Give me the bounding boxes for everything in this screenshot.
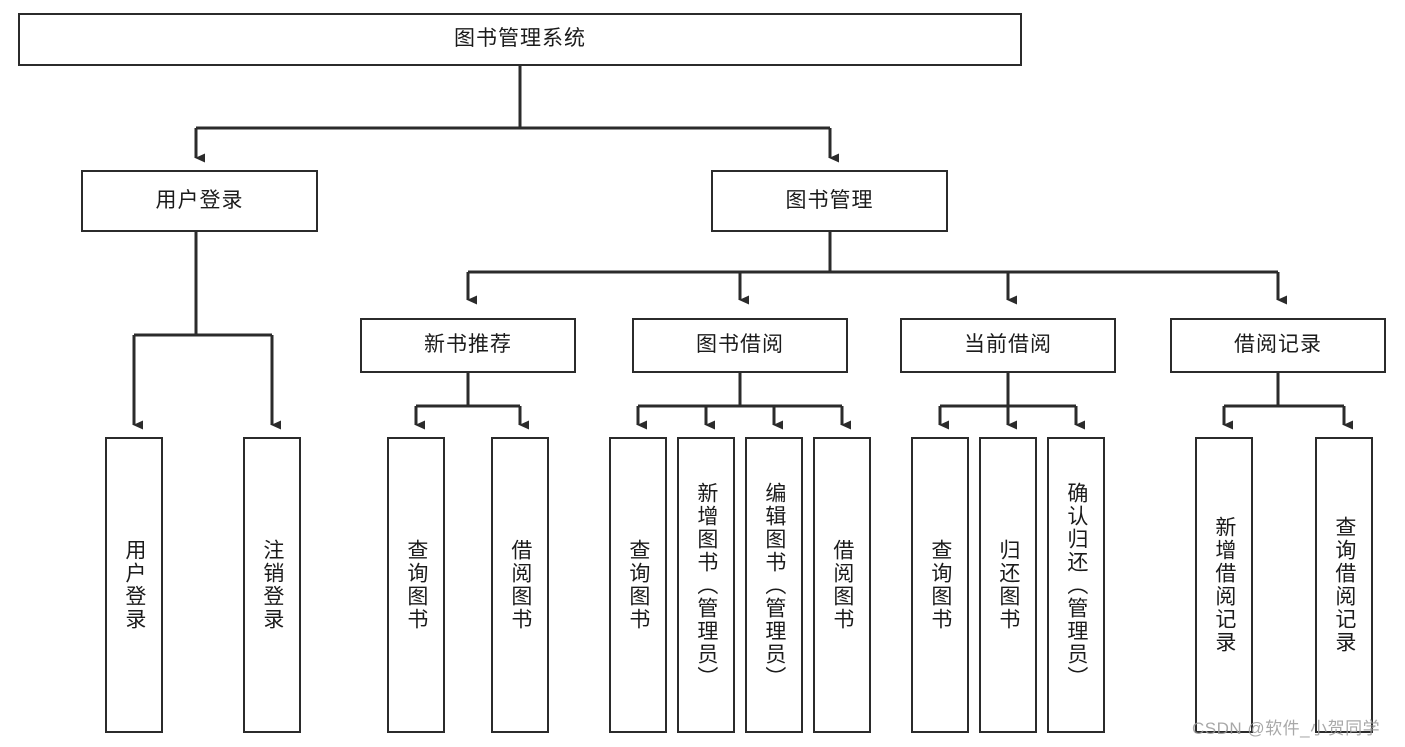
node-label: 编辑图书（管理员）: [762, 481, 786, 689]
leaf-new-book-query[interactable]: 查询图书: [387, 437, 445, 733]
leaf-borrow-edit-book-admin[interactable]: 编辑图书（管理员）: [745, 437, 803, 733]
node-label: 新增借阅记录: [1212, 516, 1236, 654]
node-root-book-management-system[interactable]: 图书管理系统: [18, 13, 1022, 66]
node-label: 图书管理: [785, 188, 874, 212]
node-label: 查询图书: [626, 539, 650, 631]
node-label: 图书借阅: [696, 333, 784, 357]
node-book-borrow[interactable]: 图书借阅: [632, 318, 848, 373]
watermark-text: CSDN @软件_小贺同学: [1192, 719, 1381, 738]
leaf-borrow-add-book-admin[interactable]: 新增图书（管理员）: [677, 437, 735, 733]
leaf-new-book-borrow[interactable]: 借阅图书: [491, 437, 549, 733]
node-label: 图书管理系统: [454, 27, 586, 51]
leaf-logout[interactable]: 注销登录: [243, 437, 301, 733]
leaf-borrow-borrow-book[interactable]: 借阅图书: [813, 437, 871, 733]
node-label: 归还图书: [996, 539, 1020, 631]
leaf-record-query[interactable]: 查询借阅记录: [1315, 437, 1373, 733]
node-label: 查询图书: [404, 539, 428, 631]
node-label: 注销登录: [260, 539, 284, 631]
node-label: 用户登录: [122, 539, 146, 631]
node-current-borrow[interactable]: 当前借阅: [900, 318, 1116, 373]
leaf-user-login[interactable]: 用户登录: [105, 437, 163, 733]
node-borrow-record[interactable]: 借阅记录: [1170, 318, 1386, 373]
node-label: 新书推荐: [424, 333, 512, 357]
node-label: 确认归还（管理员）: [1064, 481, 1088, 689]
node-label: 借阅图书: [508, 539, 532, 631]
node-label: 查询图书: [928, 539, 952, 631]
node-label: 查询借阅记录: [1332, 516, 1356, 654]
node-label: 当前借阅: [964, 333, 1052, 357]
leaf-record-add[interactable]: 新增借阅记录: [1195, 437, 1253, 733]
node-label: 用户登录: [155, 188, 244, 212]
node-new-book-recommend[interactable]: 新书推荐: [360, 318, 576, 373]
leaf-current-return-book[interactable]: 归还图书: [979, 437, 1037, 733]
node-label: 借阅图书: [830, 539, 854, 631]
node-book-management[interactable]: 图书管理: [711, 170, 948, 232]
node-label: 借阅记录: [1234, 333, 1322, 357]
leaf-current-query-book[interactable]: 查询图书: [911, 437, 969, 733]
leaf-borrow-query-book[interactable]: 查询图书: [609, 437, 667, 733]
node-label: 新增图书（管理员）: [694, 481, 718, 689]
node-user-login[interactable]: 用户登录: [81, 170, 318, 232]
leaf-current-confirm-return-admin[interactable]: 确认归还（管理员）: [1047, 437, 1105, 733]
